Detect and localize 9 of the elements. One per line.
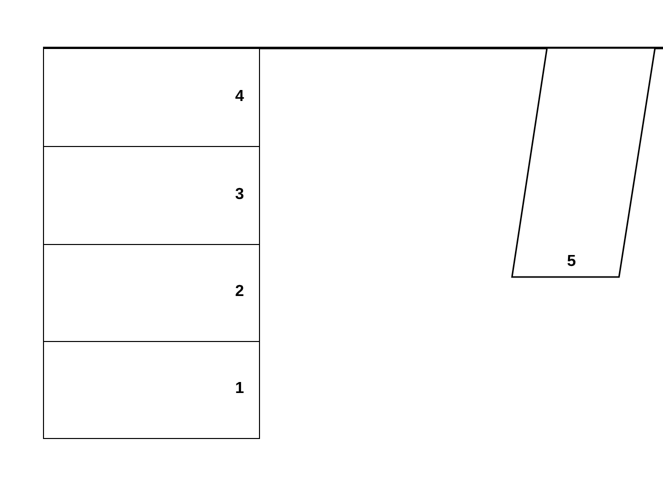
block bbox=[43, 146, 260, 245]
block-number: 5 bbox=[567, 253, 576, 271]
block-number: 3 bbox=[235, 186, 244, 204]
block-number: 1 bbox=[235, 380, 244, 398]
block bbox=[43, 341, 260, 439]
block bbox=[43, 244, 260, 342]
block-number: 4 bbox=[235, 88, 244, 106]
block-number: 2 bbox=[235, 283, 244, 301]
block bbox=[43, 48, 260, 147]
